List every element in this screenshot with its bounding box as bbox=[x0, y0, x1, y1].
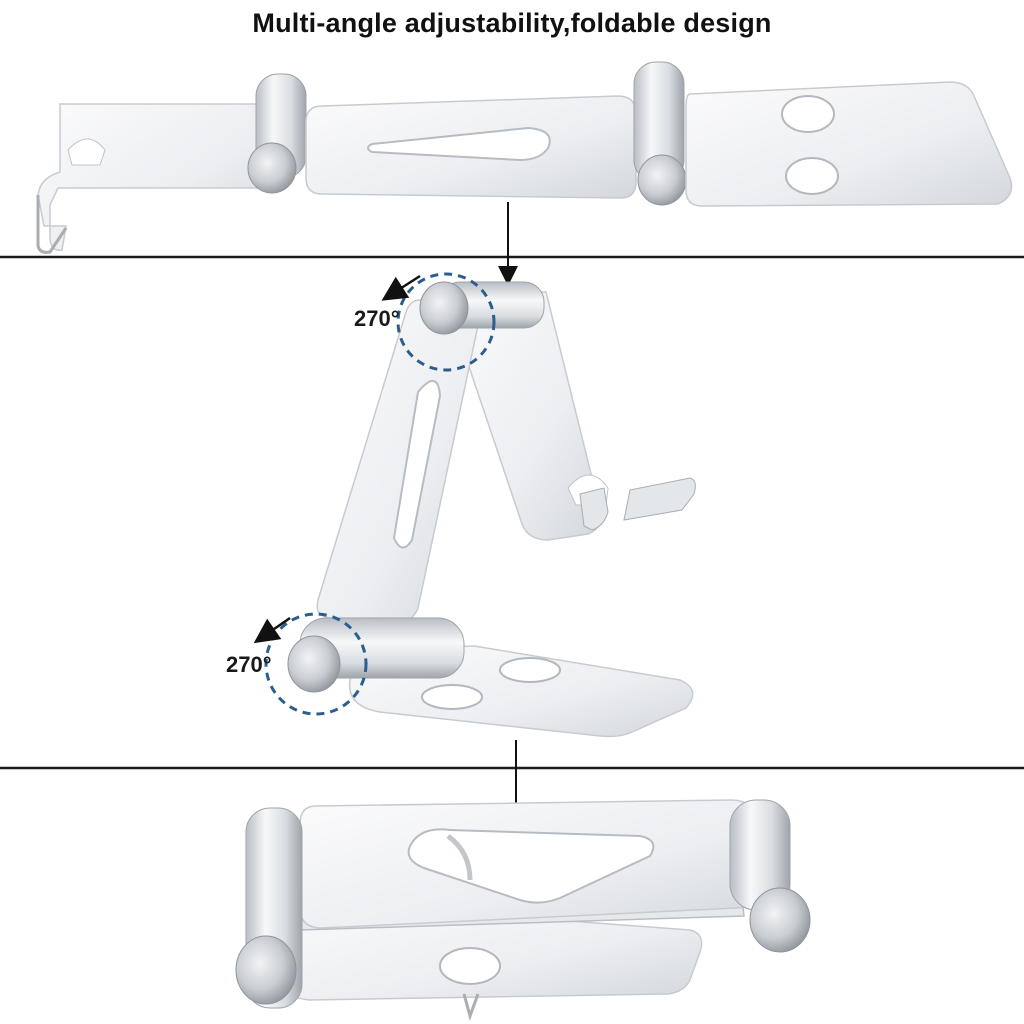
rotation-angle-label-bottom: 270° bbox=[226, 652, 272, 677]
page-title: Multi-angle adjustability,foldable desig… bbox=[252, 8, 772, 38]
rotate-arrow-icon-bottom bbox=[253, 616, 291, 644]
rotation-angle-label-top: 270° bbox=[354, 306, 400, 331]
rotate-arrow-icon-top bbox=[381, 274, 421, 301]
flat-unfolded-stand bbox=[36, 61, 1013, 286]
rotation-indicator-top bbox=[396, 272, 496, 372]
rotation-indicator-bottom bbox=[264, 612, 368, 716]
standing-adjusted-stand bbox=[253, 272, 696, 826]
folded-compact-stand bbox=[235, 799, 811, 1021]
